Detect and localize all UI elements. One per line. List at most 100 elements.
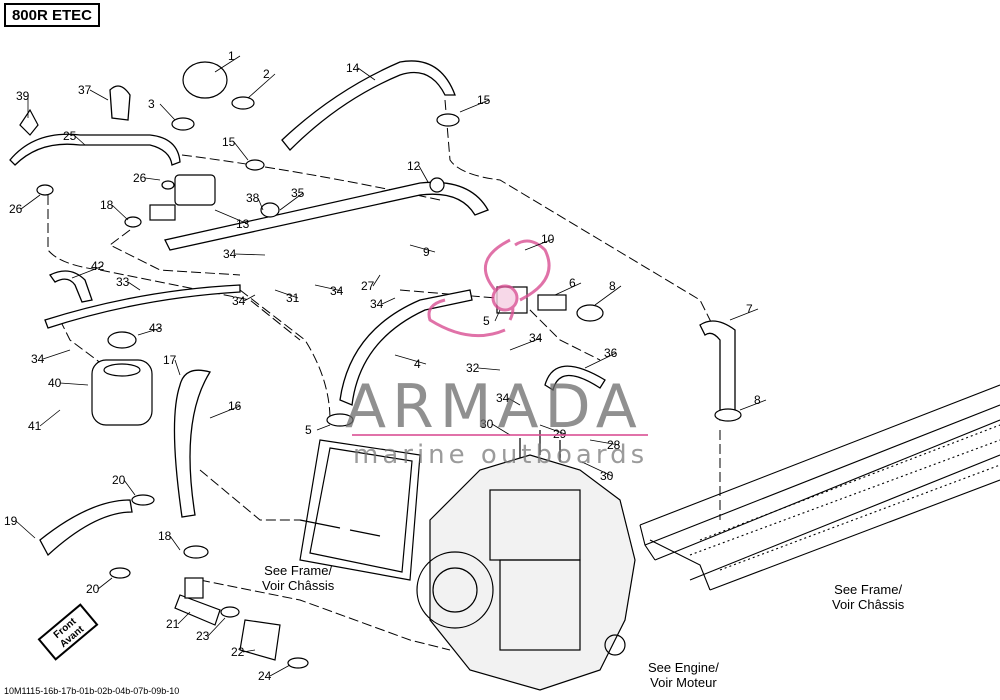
leader-line-20 xyxy=(123,479,136,496)
note-engine-line2: Voir Moteur xyxy=(650,675,717,690)
part-label-34: 34 xyxy=(223,247,237,261)
part-label-26: 26 xyxy=(9,202,23,216)
leader-line-8 xyxy=(594,285,622,306)
note-engine-line1: See Engine/ xyxy=(648,660,719,675)
part-label-39: 39 xyxy=(16,89,30,103)
note-frame-right-line1: See Frame/ xyxy=(834,582,903,597)
part-label-34: 34 xyxy=(370,297,384,311)
part-label-3: 3 xyxy=(148,97,155,111)
model-title: 800R ETEC xyxy=(4,3,100,27)
watermark-brand: ARMADA xyxy=(345,372,643,442)
part-label-17: 17 xyxy=(163,353,177,367)
leader-line-15 xyxy=(459,99,490,113)
part-label-10: 10 xyxy=(541,232,555,246)
part-label-12: 12 xyxy=(407,159,421,173)
part-label-24: 24 xyxy=(258,669,272,683)
leader-line-31 xyxy=(274,289,299,299)
leader-line-16 xyxy=(209,405,241,419)
note-frame-left-line1: See Frame/ xyxy=(264,563,333,578)
part-label-4: 4 xyxy=(414,357,421,371)
leader-line-9 xyxy=(409,244,436,253)
leader-lines xyxy=(15,55,767,677)
leader-line-30 xyxy=(491,423,511,436)
part-label-6: 6 xyxy=(569,276,576,290)
leader-line-5 xyxy=(494,309,501,322)
leader-line-20 xyxy=(97,577,113,590)
leader-line-21 xyxy=(177,611,191,625)
leader-line-17 xyxy=(174,359,181,376)
leader-line-43 xyxy=(137,327,162,336)
components xyxy=(19,61,742,669)
part-label-30: 30 xyxy=(480,417,494,431)
leader-line-22 xyxy=(242,649,256,653)
watermark-underline xyxy=(352,434,648,436)
leader-line-38 xyxy=(257,197,264,211)
leader-line-34 xyxy=(381,297,396,305)
part-label-34: 34 xyxy=(330,284,344,298)
leader-line-34 xyxy=(243,294,256,302)
watermark-propeller xyxy=(427,238,551,338)
leader-line-26 xyxy=(20,194,41,210)
leader-line-32 xyxy=(477,367,501,371)
note-frame-left-line2: Voir Châssis xyxy=(262,578,335,593)
leader-line-41 xyxy=(39,409,61,427)
part-label-5: 5 xyxy=(483,314,490,328)
part-label-38: 38 xyxy=(246,191,260,205)
leader-line-13 xyxy=(214,209,249,225)
part-label-8: 8 xyxy=(609,279,616,293)
leader-line-27 xyxy=(372,274,381,287)
leader-line-1 xyxy=(214,55,241,73)
part-label-8: 8 xyxy=(754,393,761,407)
leader-line-30 xyxy=(581,461,613,477)
hoses xyxy=(9,60,736,557)
part-label-9: 9 xyxy=(423,245,430,259)
part-label-40: 40 xyxy=(48,376,62,390)
part-label-20: 20 xyxy=(112,473,126,487)
watermark-tagline: marine outboards xyxy=(353,440,649,470)
part-label-14: 14 xyxy=(346,61,360,75)
part-label-26: 26 xyxy=(133,171,147,185)
leader-line-6 xyxy=(554,282,582,296)
leader-line-33 xyxy=(127,281,141,291)
part-label-7: 7 xyxy=(746,302,753,316)
part-label-34: 34 xyxy=(232,294,246,308)
leader-line-3 xyxy=(159,103,176,121)
part-label-16: 16 xyxy=(228,399,242,413)
part-label-18: 18 xyxy=(100,198,114,212)
leader-line-18 xyxy=(169,535,181,551)
part-label-35: 35 xyxy=(291,186,305,200)
leader-line-34 xyxy=(507,397,521,406)
left-radiator xyxy=(299,439,421,581)
part-label-5: 5 xyxy=(305,423,312,437)
leader-line-18 xyxy=(111,204,129,221)
note-engine: See Engine/ Voir Moteur xyxy=(648,660,719,690)
part-label-42: 42 xyxy=(91,259,105,273)
leader-line-36 xyxy=(584,352,617,369)
part-label-34: 34 xyxy=(496,391,510,405)
part-label-15: 15 xyxy=(477,93,491,107)
leader-line-24 xyxy=(269,664,291,677)
part-label-27: 27 xyxy=(361,279,375,293)
leader-line-12 xyxy=(418,165,429,183)
part-label-32: 32 xyxy=(466,361,480,375)
routing-lines xyxy=(47,99,721,651)
part-label-22: 22 xyxy=(231,645,245,659)
leader-line-28 xyxy=(589,439,620,446)
part-label-15: 15 xyxy=(222,135,236,149)
part-label-28: 28 xyxy=(607,438,621,452)
leader-line-2 xyxy=(247,73,276,99)
leader-line-40 xyxy=(59,382,89,386)
leader-line-8 xyxy=(739,399,767,411)
leader-line-35 xyxy=(279,192,304,211)
leader-line-23 xyxy=(207,617,226,637)
leader-line-15 xyxy=(233,141,249,161)
leader-line-4 xyxy=(394,354,427,365)
part-label-19: 19 xyxy=(4,514,18,528)
part-label-13: 13 xyxy=(236,217,250,231)
leader-line-37 xyxy=(89,89,109,101)
part-label-23: 23 xyxy=(196,629,210,643)
leader-line-10 xyxy=(524,238,554,251)
note-frame-right: See Frame/ Voir Châssis xyxy=(832,582,904,612)
leader-line-34 xyxy=(234,253,266,256)
frame-rails xyxy=(639,384,1000,591)
